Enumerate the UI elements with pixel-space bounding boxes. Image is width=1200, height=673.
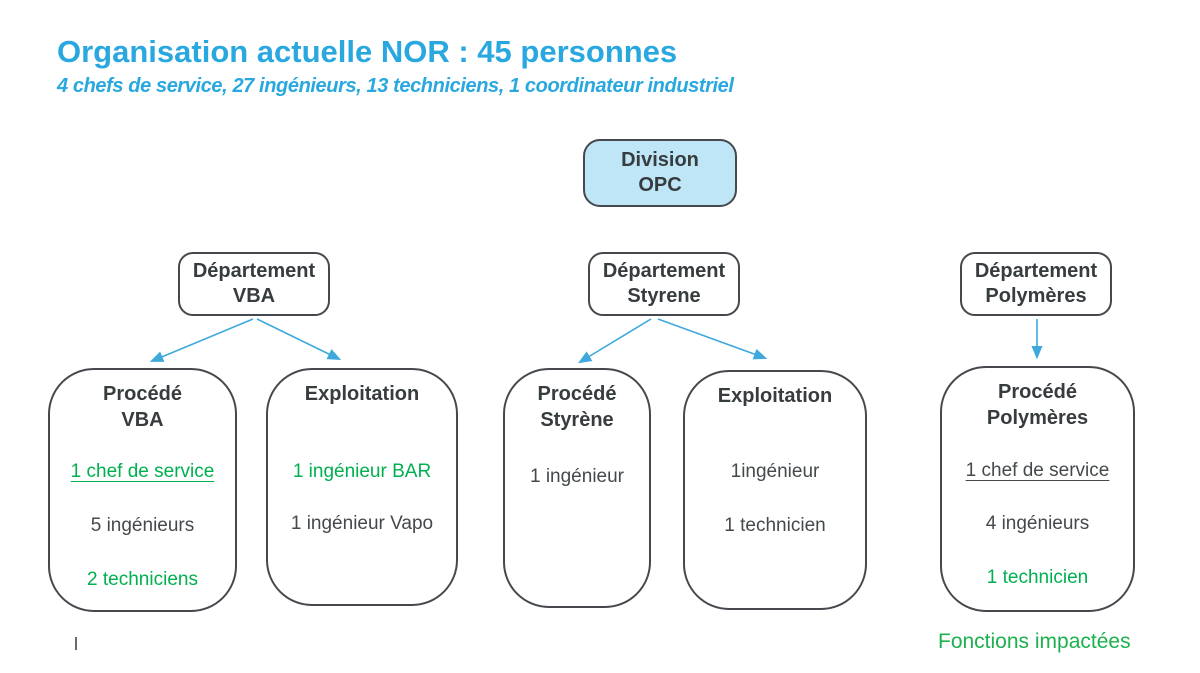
division-opc-box: Division OPC — [583, 139, 737, 207]
slide-title: Organisation actuelle NOR : 45 personnes — [57, 34, 678, 69]
dept-vba-box: Département VBA — [178, 252, 330, 316]
division-opc-label-line1: Division — [621, 149, 699, 171]
unit-procede-polymeres-box: Procédé Polymères 1 chef de service 4 in… — [940, 366, 1135, 612]
dept-styrene-label-line1: Département — [602, 260, 726, 282]
staff-line: 1 ingénieur BAR — [292, 461, 432, 482]
dept-styrene-box: Département Styrene — [588, 252, 740, 316]
unit-procede-vba-title: Procédé VBA — [50, 381, 235, 433]
staff-line: 2 techniciens — [87, 569, 198, 590]
dept-styrene-label-line2: Styrene — [627, 285, 701, 307]
unit-exploitation-styrene-title: Exploitation — [685, 383, 865, 409]
unit-exploitation-vba-box: Exploitation 1 ingénieur BAR 1 ingénieur… — [266, 368, 458, 606]
unit-procede-vba-title-line1: Procédé — [103, 383, 182, 405]
staff-line: 4 ingénieurs — [985, 513, 1090, 534]
staff-line: 1 ingénieur Vapo — [290, 513, 434, 534]
staff-line: 1 technicien — [724, 515, 826, 536]
unit-exploitation-vba-title-line1: Exploitation — [304, 383, 420, 405]
unit-procede-vba-box: Procédé VBA 1 chef de service 5 ingénieu… — [48, 368, 237, 612]
staff-line: 1 ingénieur — [529, 466, 625, 487]
connector-arrow-vba-procede — [149, 318, 254, 362]
unit-procede-styrene-title-line1: Procédé — [537, 383, 617, 405]
connector-arrow-vba-exploitation — [256, 318, 342, 361]
staff-line: 1 technicien — [986, 567, 1089, 588]
dept-vba-label-line2: VBA — [232, 285, 276, 307]
unit-procede-styrene-title-line2: Styrène — [540, 409, 614, 431]
staff-line: 1ingénieur — [730, 461, 820, 482]
unit-procede-vba-title-line2: VBA — [121, 409, 164, 431]
division-opc-label-line2: OPC — [638, 174, 682, 196]
connector-arrow-styrene-exploitation — [657, 318, 768, 360]
page-mark — [75, 637, 77, 650]
staff-line: 1 chef de service — [70, 461, 215, 482]
slide-subtitle: 4 chefs de service, 27 ingénieurs, 13 te… — [57, 75, 734, 97]
impacted-functions-legend: Fonctions impactées — [938, 630, 1131, 653]
unit-procede-polymeres-title-line2: Polymères — [986, 407, 1089, 429]
unit-procede-styrene-box: Procédé Styrène 1 ingénieur — [503, 368, 651, 608]
connector-arrow-styrene-procede — [577, 318, 652, 364]
unit-procede-styrene-title: Procédé Styrène — [505, 381, 649, 433]
unit-exploitation-styrene-box: Exploitation 1ingénieur 1 technicien — [683, 370, 867, 610]
dept-polymeres-label-line2: Polymères — [985, 285, 1087, 307]
unit-exploitation-styrene-title-line1: Exploitation — [717, 385, 833, 407]
unit-procede-polymeres-title-line1: Procédé — [998, 381, 1077, 403]
unit-exploitation-vba-title: Exploitation — [268, 381, 456, 407]
dept-vba-label-line1: Département — [192, 260, 316, 282]
dept-polymeres-label-line1: Département — [974, 260, 1098, 282]
dept-polymeres-box: Département Polymères — [960, 252, 1112, 316]
unit-procede-polymeres-title: Procédé Polymères — [942, 379, 1133, 431]
staff-line: 5 ingénieurs — [90, 515, 195, 536]
staff-line: 1 chef de service — [965, 460, 1110, 481]
